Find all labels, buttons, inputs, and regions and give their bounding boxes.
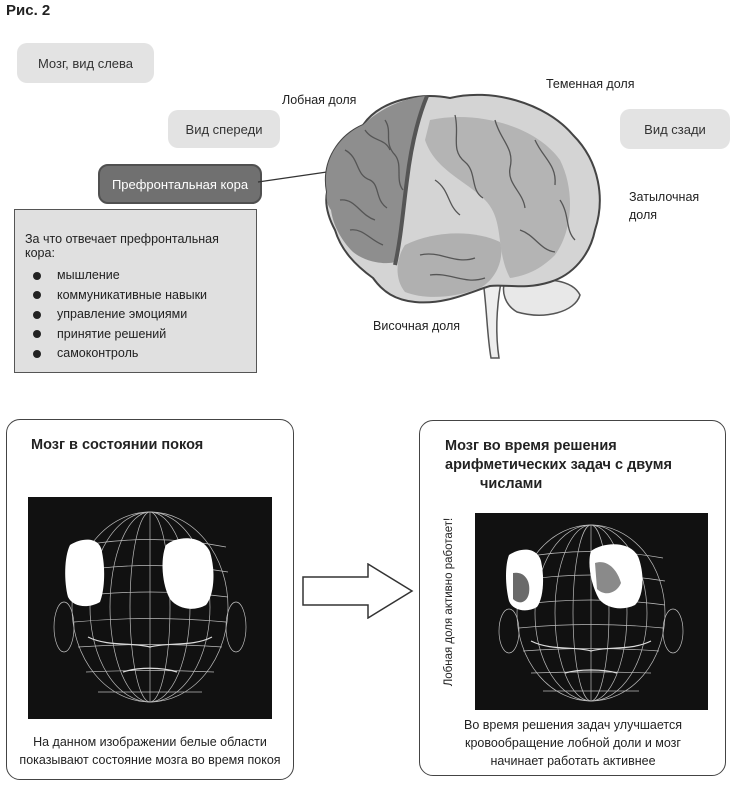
task-scan-image	[475, 513, 708, 710]
bullet-icon	[33, 330, 41, 339]
view-left-pill: Мозг, вид слева	[17, 43, 154, 83]
task-panel-title-2: арифметических задач с двумя	[445, 457, 672, 473]
parietal-region	[425, 116, 571, 279]
view-front-pill: Вид спереди	[168, 110, 280, 148]
rest-caption-1: На данном изображении белые области	[33, 735, 267, 749]
temporal-region	[397, 233, 502, 297]
task-caption-1: Во время решения задач улучшается	[464, 718, 682, 732]
frontal-active-note: Лобная доля активно работает!	[443, 517, 455, 687]
list-item: управление эмоциями	[25, 305, 246, 325]
prefrontal-cortex-pill: Префронтальная кора	[98, 164, 262, 204]
view-front-label: Вид спереди	[185, 121, 263, 137]
rest-panel-title: Мозг в состоянии покоя	[31, 437, 204, 453]
active-area-left	[65, 539, 105, 607]
task-caption-3: начинает работать активнее	[490, 754, 656, 768]
head-wireframe-task	[498, 524, 684, 702]
task-caption-2: кровообращение лобной доли и мозг	[465, 736, 681, 750]
list-item: принятие решений	[25, 325, 246, 345]
central-sulcus	[393, 95, 429, 266]
label-temporal: Височная доля	[373, 319, 461, 333]
view-back-label: Вид сзади	[644, 121, 706, 137]
label-frontal: Лобная доля	[282, 93, 357, 107]
list-item: самоконтроль	[25, 344, 246, 364]
label-parietal: Теменная доля	[546, 77, 635, 91]
brain-illustration	[257, 93, 601, 359]
gyri-lines	[339, 114, 576, 281]
transition-arrow	[302, 563, 414, 619]
list-item: мышление	[25, 266, 246, 286]
rest-caption-2: показывают состояние мозга во время поко…	[19, 753, 281, 767]
info-list: мышление коммуникативные навыки управлен…	[25, 266, 246, 364]
bullet-icon	[33, 291, 41, 300]
active-hotspot-left	[513, 572, 530, 603]
task-panel-title-1: Мозг во время решения	[445, 438, 617, 454]
bullet-icon	[33, 349, 41, 358]
label-occipital-1: Затылочная	[629, 190, 700, 204]
rest-scan-image	[28, 497, 272, 719]
active-hotspot-right	[595, 562, 621, 594]
prefrontal-info-box: За что отвечает префронтальная кора: мыш…	[14, 209, 257, 373]
task-panel-title-3: числами	[480, 476, 543, 492]
label-occipital-2: доля	[629, 208, 658, 222]
figure-label: Рис. 2	[6, 2, 51, 19]
list-item: коммуникативные навыки	[25, 286, 246, 306]
active-area-right	[162, 538, 214, 609]
view-back-pill: Вид сзади	[620, 109, 730, 149]
prefrontal-cortex-label: Префронтальная кора	[111, 176, 249, 192]
view-left-label: Мозг, вид слева	[37, 55, 134, 71]
head-wireframe-rest	[53, 511, 247, 703]
bullet-icon	[33, 310, 41, 319]
brainstem	[482, 279, 502, 359]
info-box-title: За что отвечает префронтальная кора:	[25, 232, 219, 260]
bullet-icon	[33, 271, 41, 280]
